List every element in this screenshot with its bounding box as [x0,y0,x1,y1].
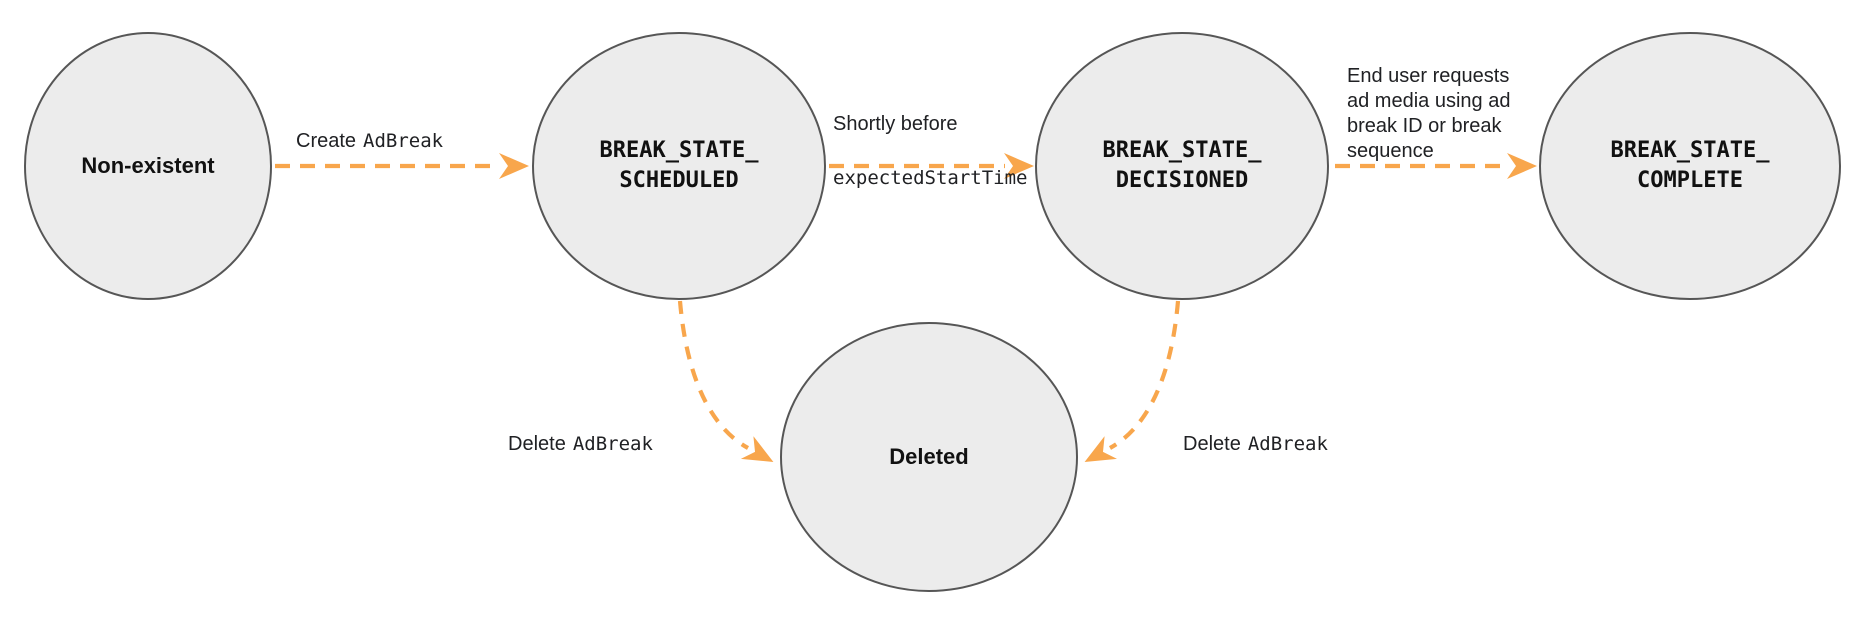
edge-label-delete-adbreak-right: Delete AdBreak [1183,404,1328,458]
state-node-non-existent [24,32,272,300]
edge-label-delete-right-text: Delete [1183,433,1241,455]
edge-label-expectedstarttime-code: expectedStartTime [833,167,1028,189]
state-node-deleted [780,322,1078,592]
edge-label-shortly-before: Shortly before expectedStartTime [833,84,1027,219]
edge-label-delete-left-code: AdBreak [572,433,653,455]
edge-label-create-adbreak: Create AdBreak [296,101,443,155]
edge-label-delete-left-text: Delete [508,433,566,455]
edge-label-end-user-requests: End user requests ad media using ad brea… [1347,39,1547,164]
state-node-break-state-complete [1539,32,1841,300]
edge-label-shortly-text: Shortly before [833,113,958,135]
state-node-break-state-scheduled [532,32,826,300]
state-node-break-state-decisioned [1035,32,1329,300]
edge-label-create-text: Create [296,130,357,152]
edge-label-delete-right-code: AdBreak [1247,433,1328,455]
edge-label-delete-adbreak-left: Delete AdBreak [508,404,653,458]
edge-label-end-user-text: End user requests ad media using ad brea… [1347,65,1511,162]
edge-decisioned-to-deleted-arrow [1084,300,1181,462]
edge-label-create-code: AdBreak [363,130,444,152]
edge-scheduled-to-deleted-arrow [677,300,774,462]
